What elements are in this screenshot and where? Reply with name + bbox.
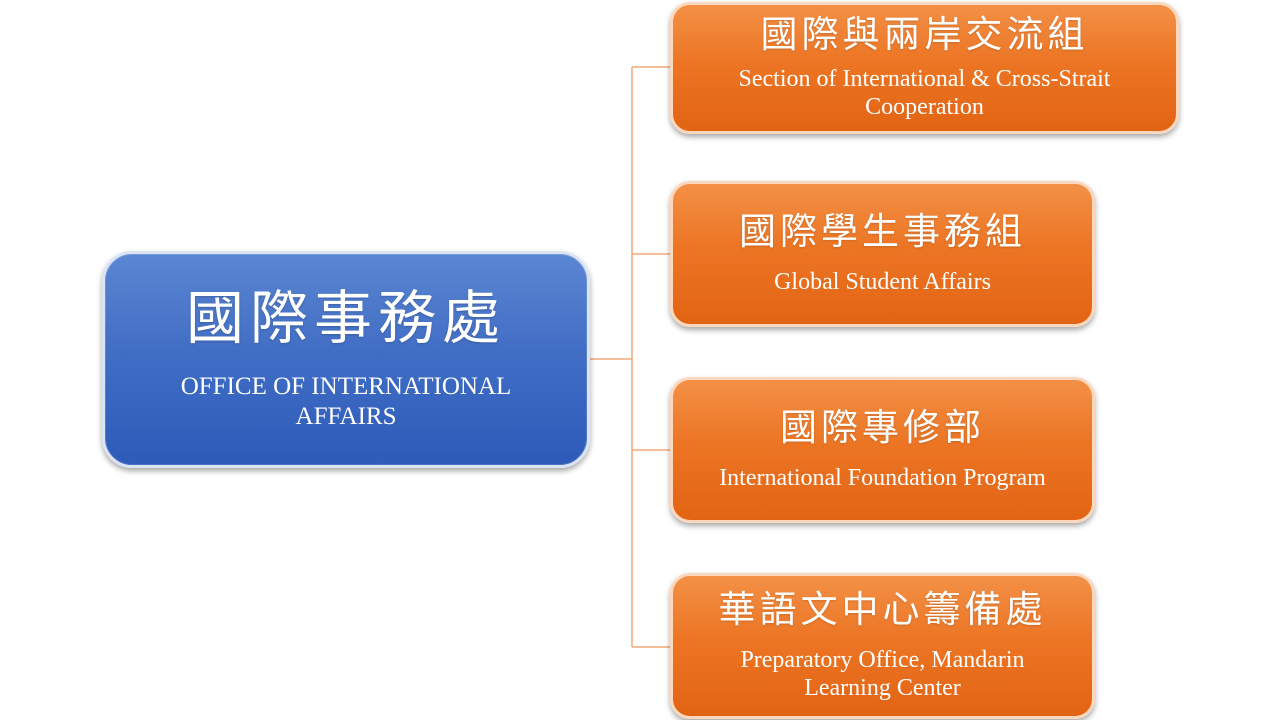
root-title-zh: 國際事務處 [185,283,506,352]
child-title-en: Global Student Affairs [774,269,991,296]
child-node-mandarin-learning-center: 華語文中心籌備處 Preparatory Office, Mandarin Le… [670,573,1095,719]
child-node-global-student-affairs: 國際學生事務組 Global Student Affairs [670,181,1095,327]
root-node-office-of-international-affairs: 國際事務處 OFFICE OF INTERNATIONAL AFFAIRS [102,251,590,468]
child-title-zh: 國際與兩岸交流組 [760,12,1089,56]
child-title-zh: 國際學生事務組 [739,209,1026,253]
child-node-international-cross-strait: 國際與兩岸交流組 Section of International & Cros… [670,2,1179,134]
root-title-en: OFFICE OF INTERNATIONAL AFFAIRS [180,373,512,431]
child-title-zh: 國際專修部 [780,405,985,449]
child-title-en: International Foundation Program [719,465,1046,492]
child-title-en: Preparatory Office, Mandarin Learning Ce… [740,647,1025,702]
child-title-en: Section of International & Cross-Strait … [738,66,1111,121]
child-node-international-foundation-program: 國際專修部 International Foundation Program [670,377,1095,523]
child-title-zh: 華語文中心籌備處 [718,587,1047,631]
